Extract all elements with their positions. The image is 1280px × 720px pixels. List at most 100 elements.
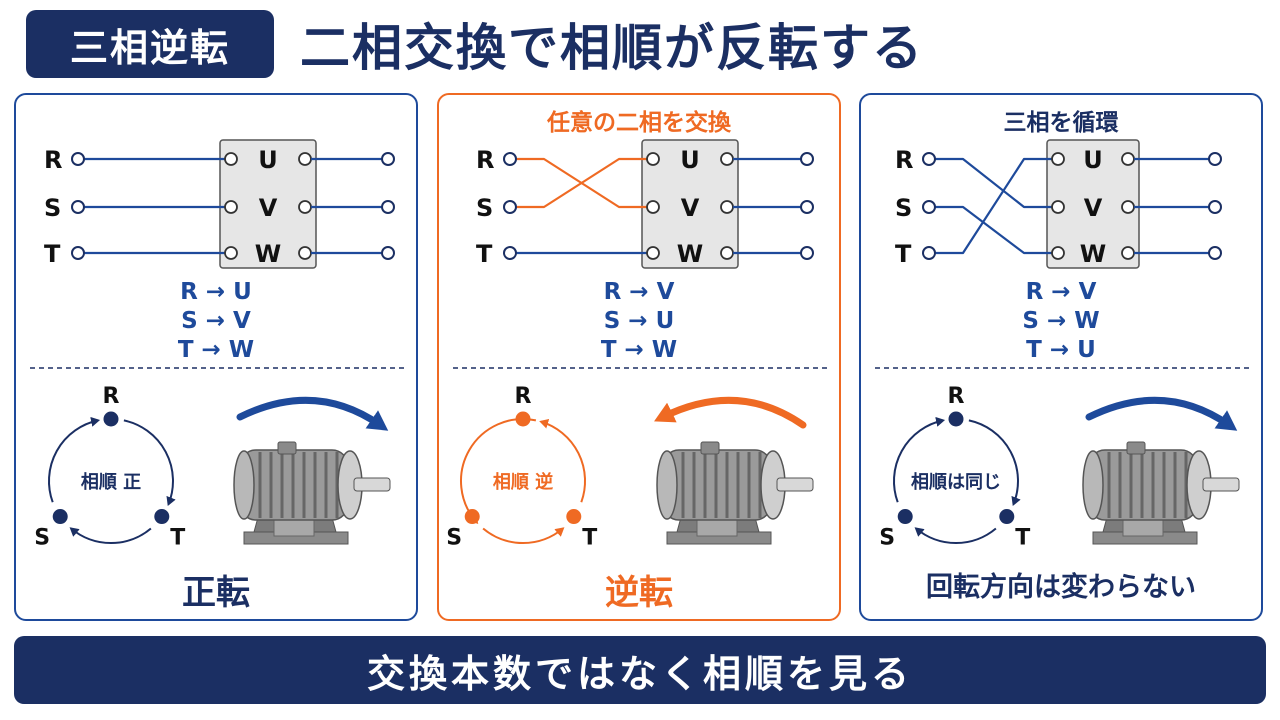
rotation-arrow xyxy=(1085,396,1238,431)
output-end-terminal xyxy=(381,200,395,214)
result-label: 逆転 xyxy=(605,573,673,613)
output-end-terminal xyxy=(1208,152,1222,166)
terminal-block xyxy=(219,139,317,269)
sequence-arrow xyxy=(539,418,586,503)
sequence-label: 相順 正 xyxy=(81,472,141,493)
sequence-label-t: T xyxy=(170,526,185,551)
phase-label-s: S xyxy=(44,194,61,222)
wire-s xyxy=(935,205,1052,255)
source-terminal xyxy=(71,152,85,166)
output-terminal xyxy=(720,152,734,166)
input-terminal xyxy=(646,152,660,166)
rotation-arrow xyxy=(654,396,807,429)
output-end-terminal xyxy=(1208,246,1222,260)
mapping-item: R → V xyxy=(603,279,675,305)
sequence-arrow xyxy=(48,416,101,503)
sequence-node-s xyxy=(464,509,480,525)
sequence-node-s xyxy=(897,509,913,525)
mapping-list: R → V S → U T → W xyxy=(439,278,839,365)
terminal-label-w: W xyxy=(1080,240,1106,268)
terminal-label-u: U xyxy=(258,146,278,174)
motor-shaft xyxy=(353,477,391,492)
motor-rear-cap xyxy=(1082,450,1104,520)
mapping-item: R → V xyxy=(1025,279,1097,305)
title-tag: 三相逆転 xyxy=(26,10,274,78)
sequence-label-s: S xyxy=(879,526,895,551)
output-end-terminal xyxy=(1208,200,1222,214)
output-terminal xyxy=(720,246,734,260)
motor-icon xyxy=(1082,441,1240,545)
wire-s xyxy=(516,157,647,209)
mapping-item: T → W xyxy=(177,337,255,363)
phase-label-s: S xyxy=(476,194,493,222)
phase-label-r: R xyxy=(476,146,494,174)
phase-label-r: R xyxy=(44,146,62,174)
phase-label-t: T xyxy=(476,240,493,268)
sequence-label-t: T xyxy=(582,526,597,551)
input-terminal xyxy=(1051,200,1065,214)
mapping-item: S → W xyxy=(1022,308,1100,334)
input-terminal xyxy=(224,246,238,260)
terminal-label-v: V xyxy=(259,194,278,222)
sequence-label-r: R xyxy=(515,384,532,409)
source-terminal xyxy=(922,200,936,214)
motor-rear-cap xyxy=(233,450,255,520)
output-terminal xyxy=(1121,152,1135,166)
output-terminal xyxy=(720,200,734,214)
input-terminal xyxy=(224,152,238,166)
mapping-item: S → U xyxy=(603,308,675,334)
input-terminal xyxy=(646,246,660,260)
output-end-terminal xyxy=(800,152,814,166)
source-terminal xyxy=(71,246,85,260)
sequence-node-s xyxy=(52,509,68,525)
output-terminal xyxy=(1121,200,1135,214)
motor-shaft xyxy=(776,477,814,492)
terminal-block xyxy=(641,139,739,269)
sequence-arrow xyxy=(123,419,176,507)
terminal-label-w: W xyxy=(677,240,703,268)
source-terminal xyxy=(503,200,517,214)
sequence-label-r: R xyxy=(103,384,120,409)
sequence-node-t xyxy=(154,509,170,525)
mapping-item: S → V xyxy=(181,308,251,334)
wire-r xyxy=(935,157,1052,209)
terminal-label-v: V xyxy=(1084,194,1103,222)
terminal-label-w: W xyxy=(255,240,281,268)
terminal-block xyxy=(1046,139,1140,269)
sequence-node-r xyxy=(103,411,119,427)
mapping-item: T → U xyxy=(1026,337,1096,363)
input-terminal xyxy=(1051,246,1065,260)
sequence-arrow xyxy=(893,416,946,503)
motor-lug xyxy=(700,441,720,455)
output-end-terminal xyxy=(381,246,395,260)
sequence-arrow xyxy=(914,527,997,545)
motor-lug xyxy=(1126,441,1146,455)
sequence-node-t xyxy=(999,509,1015,525)
terminal-label-u: U xyxy=(1083,146,1103,174)
terminal-label-v: V xyxy=(681,194,700,222)
sequence-arrow xyxy=(968,419,1021,507)
sequence-label: 相順は同じ xyxy=(911,472,1001,493)
mapping-item: T → W xyxy=(600,337,678,363)
output-terminal xyxy=(298,200,312,214)
motor-rear-cap xyxy=(656,450,678,520)
mapping-item: R → U xyxy=(180,279,252,305)
sequence-node-r xyxy=(515,411,531,427)
sequence-label-s: S xyxy=(34,526,50,551)
motor-icon xyxy=(656,441,814,545)
terminal-label-u: U xyxy=(680,146,700,174)
result-label: 回転方向は変わらない xyxy=(926,572,1196,603)
panel-title: 任意の二相を交換 xyxy=(547,110,731,136)
panel-title: 三相を循環 xyxy=(1003,110,1119,136)
mapping-list: R → V S → W T → U xyxy=(861,278,1261,365)
wire-t xyxy=(935,157,1052,255)
phase-label-s: S xyxy=(895,194,912,222)
motor-lug xyxy=(277,441,297,455)
output-terminal xyxy=(298,246,312,260)
source-terminal xyxy=(922,152,936,166)
output-terminal xyxy=(298,152,312,166)
